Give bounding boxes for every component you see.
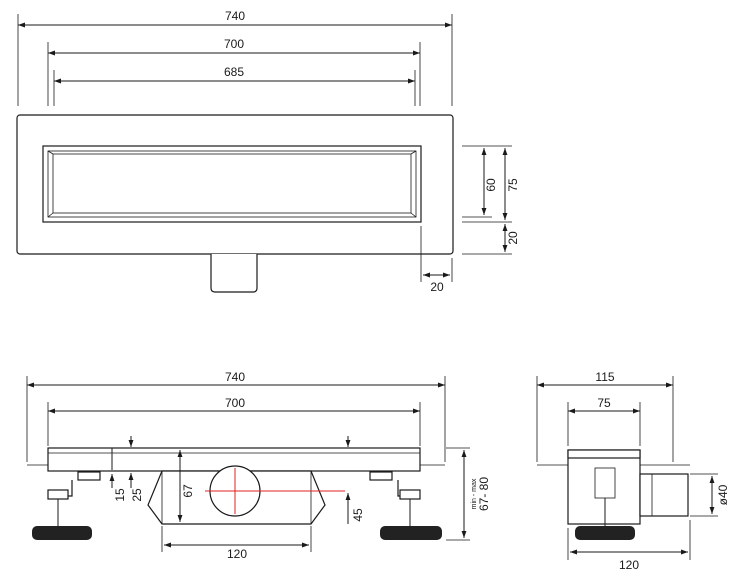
rubber-foot [575, 526, 635, 540]
rubber-foot [32, 526, 92, 540]
dim-15-label: 15 [113, 488, 127, 502]
dim-115-label: 115 [595, 370, 614, 384]
dim-740-label: 740 [225, 370, 245, 384]
dim-diameter-label: ø40 [716, 484, 730, 505]
left-adjustable-foot [32, 471, 101, 540]
side-view: 115 75 ø40 120 [536, 370, 730, 572]
dim-700-label: 700 [224, 37, 244, 51]
rubber-foot [380, 526, 442, 540]
right-adjustable-foot [369, 471, 442, 540]
outlet-pipe-side [639, 473, 689, 517]
dim-45-label: 45 [351, 508, 365, 522]
dim-740-label: 740 [225, 9, 245, 23]
dim-60-label: 60 [484, 178, 498, 192]
dim-700-label: 700 [225, 396, 245, 410]
grate-insert [52, 153, 412, 214]
channel-body-side [567, 449, 641, 525]
dim-20-horizontal-label: 20 [430, 280, 444, 294]
front-view: 740 700 [26, 370, 491, 561]
dim-120-label: 120 [227, 547, 247, 561]
dim-25-label: 25 [130, 488, 144, 502]
outlet-pipe [210, 254, 258, 293]
grate-frame [42, 145, 422, 223]
dim-67-label: 67 [181, 484, 195, 498]
dim-20-vertical-label: 20 [506, 231, 520, 245]
dim-75-label: 75 [597, 396, 611, 410]
range-value-label: 67- 80 [477, 477, 491, 511]
grate-inner-frame [47, 150, 417, 218]
dim-685-label: 685 [224, 65, 244, 79]
dim-75-label: 75 [506, 178, 520, 192]
dim-120-label: 120 [619, 558, 639, 572]
min-max-label: min - max [471, 478, 478, 509]
top-view: 740 700 685 60 75 20 20 [16, 9, 520, 294]
